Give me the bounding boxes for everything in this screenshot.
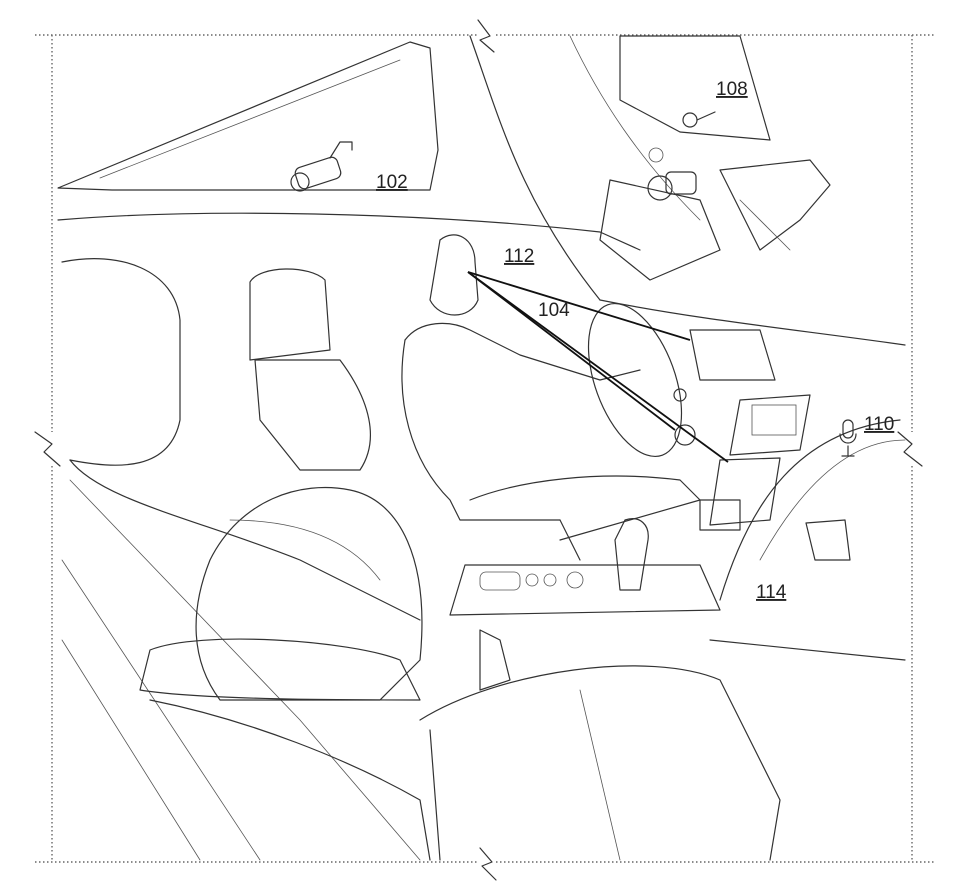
label-driver: 112 <box>504 246 534 267</box>
dashboard <box>599 299 906 531</box>
passenger-seat <box>139 268 431 861</box>
driver-figure <box>401 234 701 561</box>
label-cabin: 114 <box>756 582 787 603</box>
roof-windshield <box>57 35 771 301</box>
label-camera-pillar: 108 <box>716 79 748 100</box>
camera-icon <box>647 111 716 201</box>
microphone-icon <box>839 419 857 457</box>
center-console <box>449 518 721 691</box>
camera-icon <box>290 141 353 192</box>
label-microphone: 110 <box>864 414 894 435</box>
figure-frame <box>35 34 935 863</box>
label-sight-line: 104 <box>538 300 570 321</box>
driver-seat-foreground <box>419 665 781 861</box>
door-panel <box>709 419 906 661</box>
break-mark-icon <box>34 19 923 881</box>
steering-wheel <box>587 302 696 458</box>
label-camera-front: 102 <box>376 172 408 193</box>
sight-lines <box>467 271 729 463</box>
sun-visor <box>599 159 831 281</box>
rear-seat <box>61 258 421 861</box>
